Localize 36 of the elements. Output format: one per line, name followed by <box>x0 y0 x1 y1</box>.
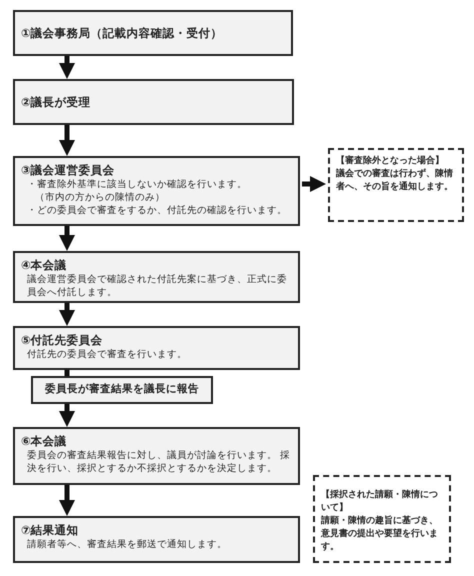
step-heading: ⑥本会議 <box>21 434 68 449</box>
step-description: 請願者等へ、審査結果を郵送で通知します。 <box>26 538 228 551</box>
process-box <box>13 427 300 485</box>
step-heading: 委員長が審査結果を議長に報告 <box>45 382 200 397</box>
arrow <box>59 303 75 326</box>
step-heading: ①議会事務局（記載内容確認・受付） <box>21 26 224 41</box>
process-box <box>13 10 293 56</box>
note-heading: 【採択された請願・陳情について】 <box>321 489 439 515</box>
arrow <box>59 404 75 427</box>
step-description: 付託先の委員会で審査を行います。 <box>26 348 188 361</box>
arrow <box>59 56 75 79</box>
arrow <box>59 226 75 251</box>
note-text: 議会での審査は行わず、陳情者へ、その旨を通知します。 <box>336 168 454 194</box>
step-heading: ④本会議 <box>21 258 68 273</box>
step-description: （市内の方からの陳情のみ） <box>34 191 166 204</box>
arrow <box>59 485 75 516</box>
step-heading: ⑤付託先委員会 <box>21 333 104 348</box>
note-text: 請願・陳情の趣旨に基づき、意見書の提出や要望を行います。 <box>321 515 439 554</box>
process-box <box>13 156 300 226</box>
process-box <box>13 251 300 303</box>
step-description: ・どの委員会で審査をするか、付託先の確認を行います。 <box>26 204 288 217</box>
step-description: 議会運営委員会で確認された付託先案に基づき、正式に委員会へ付託します。 <box>26 273 288 299</box>
process-box <box>13 79 294 125</box>
note-box <box>328 148 464 222</box>
note-box <box>313 475 451 563</box>
arrow <box>59 125 75 156</box>
arrow <box>302 176 326 192</box>
step-description: ・審査除外基準に該当しないか確認を行います。 <box>26 178 248 191</box>
step-heading: ⑦結果通知 <box>21 523 80 538</box>
process-box <box>13 516 300 563</box>
step-heading: ②議長が受理 <box>21 95 92 110</box>
process-box <box>13 326 300 370</box>
step-heading: ③議会運営委員会 <box>21 163 116 178</box>
note-heading: 【審査除外となった場合】 <box>336 155 445 168</box>
step-description: 委員会の審査結果報告に対し、議員が討論を行います。 採決を行い、採択とするか不採択とするかを決定します。 <box>26 449 292 475</box>
process-box <box>31 376 213 404</box>
